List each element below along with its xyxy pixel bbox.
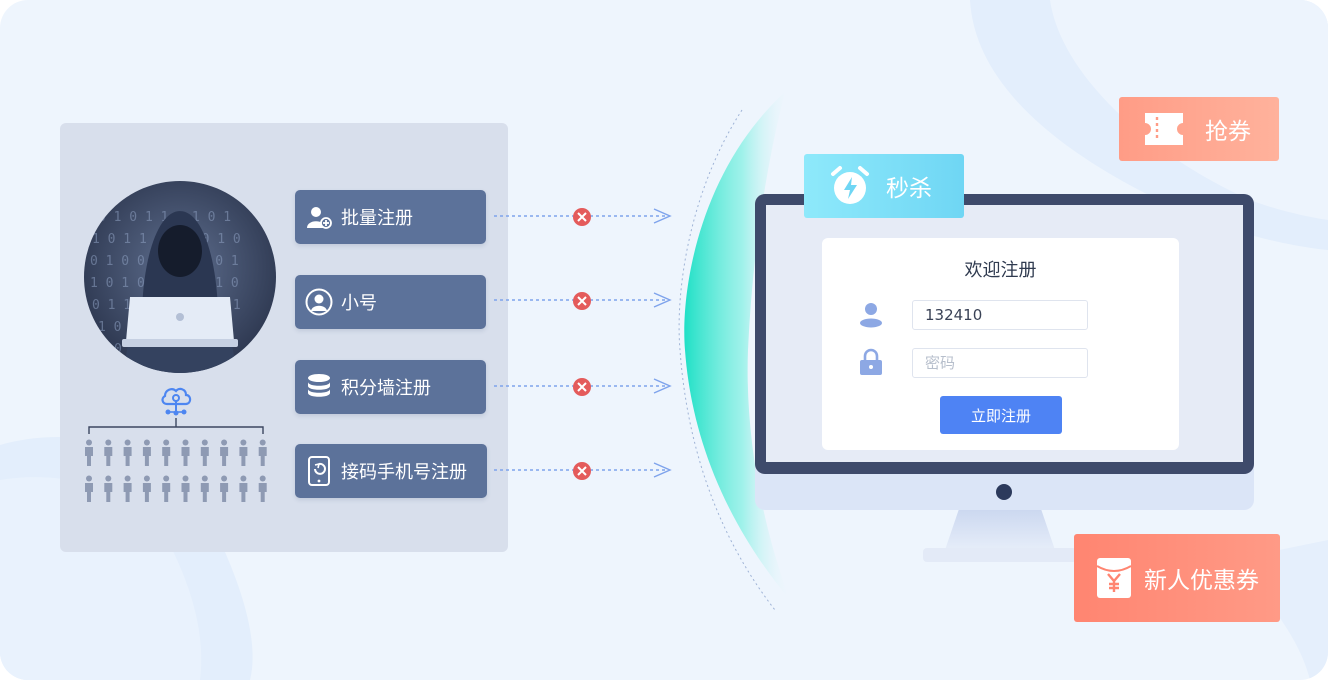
promo-grab-label: 抢券 (1205, 119, 1251, 145)
shield-arc (684, 92, 790, 600)
source-sms-code-register: 接码手机号注册 (295, 444, 487, 498)
account-figure (104, 439, 113, 466)
account-figure (220, 439, 229, 466)
lock-icon (859, 348, 883, 380)
account-figure (85, 439, 93, 466)
account-figure (142, 475, 151, 502)
account-figure (258, 439, 267, 466)
red-envelope-icon (1094, 556, 1134, 600)
blocked-arrow-3 (494, 378, 672, 396)
blocked-arrows (494, 208, 672, 480)
source-label: 积分墙注册 (341, 378, 431, 399)
promo-seckill-label: 秒杀 (886, 176, 932, 202)
account-figure (142, 439, 151, 466)
register-title: 欢迎注册 (964, 260, 1037, 281)
promo-newcomer-label: 新人优惠券 (1144, 568, 1259, 594)
account-figure (162, 439, 171, 466)
user-icon (859, 302, 883, 332)
source-alt-account: 小号 (295, 275, 486, 329)
account-figure (239, 475, 248, 502)
account-figure (181, 475, 190, 502)
database-icon (305, 373, 333, 401)
blocked-arrow-4 (494, 462, 672, 480)
svg-text:0 1 0 1 1 0 1 0 1: 0 1 0 1 1 0 1 0 1 (98, 210, 231, 225)
alarm-clock-icon (830, 166, 870, 206)
hacker-avatar: 0 1 0 1 1 0 1 0 1 1 0 1 1 0 1 0 0 1 0 0 … (84, 181, 276, 373)
source-label: 批量注册 (341, 208, 413, 229)
account-figure (123, 439, 132, 466)
account-figure (258, 475, 267, 502)
add-user-icon (305, 203, 333, 231)
cloud-network-icon (161, 387, 192, 416)
account-figure (123, 475, 132, 502)
promo-newcomer-coupon: 新人优惠券 (1074, 534, 1280, 622)
promo-grab-coupon: 抢券 (1119, 97, 1279, 161)
account-figure (220, 475, 229, 502)
promo-seckill: 秒杀 (804, 154, 964, 218)
account-figure (200, 439, 209, 466)
account-figure (162, 475, 171, 502)
username-input[interactable] (912, 300, 1088, 330)
user-circle-icon (305, 288, 333, 316)
register-card: 欢迎注册 立即注册 (822, 238, 1179, 450)
source-offerwall-register: 积分墙注册 (295, 360, 486, 414)
source-label: 接码手机号注册 (341, 462, 467, 483)
register-submit-button[interactable]: 立即注册 (940, 396, 1062, 434)
source-batch-register: 批量注册 (295, 190, 486, 244)
account-figure (85, 475, 93, 502)
password-input[interactable] (912, 348, 1088, 378)
account-figure (200, 475, 209, 502)
account-figure (104, 475, 113, 502)
fake-accounts-crowd (85, 418, 267, 502)
source-label: 小号 (341, 293, 377, 314)
blocked-arrow-1 (494, 208, 672, 226)
account-figure (181, 439, 190, 466)
blocked-arrow-2 (494, 292, 672, 310)
account-figure (239, 439, 248, 466)
phone-code-icon (305, 456, 333, 486)
ticket-icon (1143, 108, 1185, 150)
